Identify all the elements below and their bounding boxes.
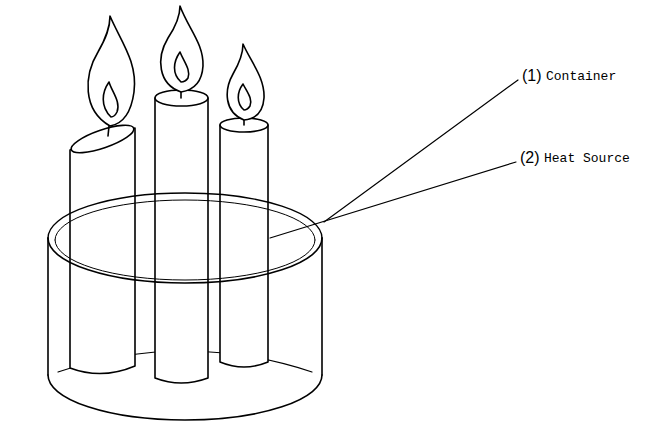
callout-number: (1)	[522, 68, 542, 84]
part-name: Container	[546, 70, 616, 83]
leader-line	[324, 80, 518, 222]
leader-line	[270, 162, 516, 238]
left-candle	[68, 16, 136, 374]
right-candle	[220, 44, 268, 367]
container	[48, 193, 322, 420]
middle-candle	[155, 6, 208, 383]
callout-number: (2)	[520, 150, 540, 166]
part-name: Heat Source	[544, 152, 630, 165]
